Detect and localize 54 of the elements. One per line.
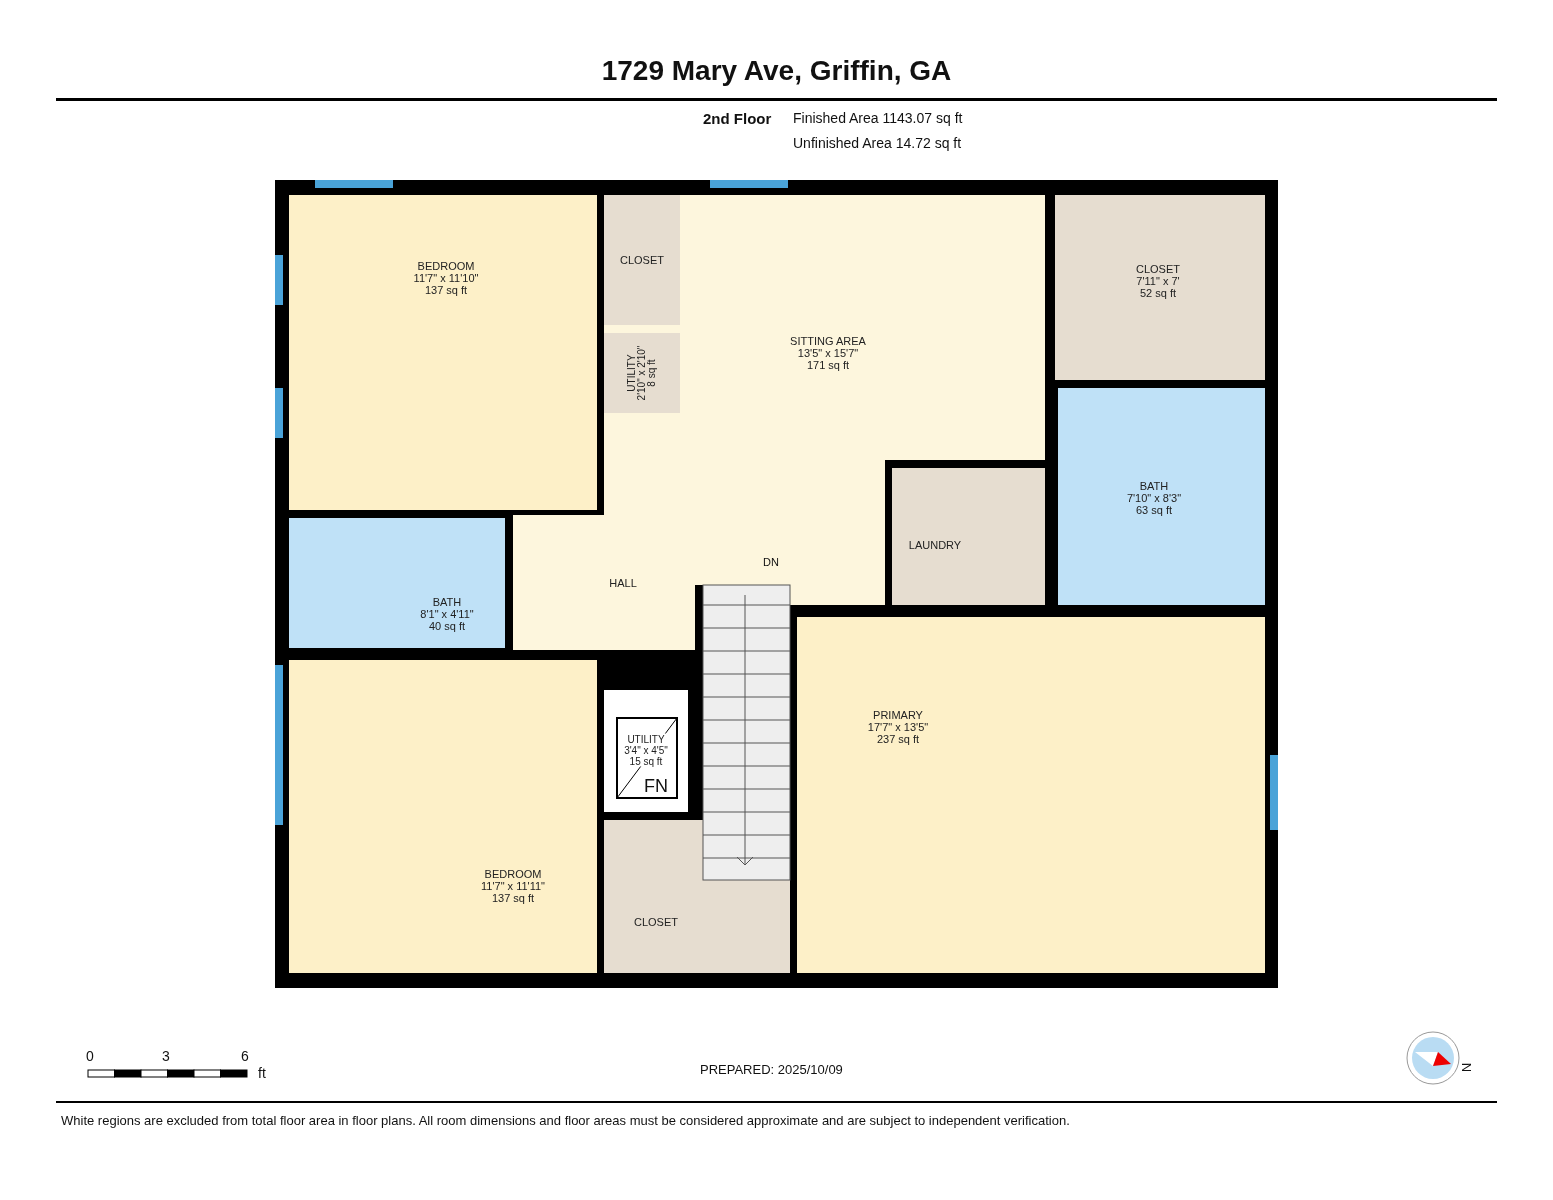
page-title: 1729 Mary Ave, Griffin, GA xyxy=(600,55,953,87)
room-dimensions: 13'5" x 15'7" xyxy=(796,347,860,359)
room-area xyxy=(1058,388,1265,605)
room-area-text: 137 sq ft xyxy=(423,284,469,296)
area-note: Finished Area 1143.07 sq ft xyxy=(793,110,963,126)
room-name: BEDROOM xyxy=(416,260,476,272)
prepared-date: PREPARED: 2025/10/09 xyxy=(700,1062,843,1077)
room-dimensions: 11'7" x 11'11" xyxy=(481,880,545,892)
scale-unit: ft xyxy=(258,1065,266,1081)
room-name: PRIMARY xyxy=(872,709,924,721)
room-dimensions: 8'1" x 4'11" xyxy=(420,608,474,620)
room-area-text: 40 sq ft xyxy=(427,620,467,632)
room-dimensions: 7'10" x 8'3" xyxy=(1126,492,1182,504)
room-area xyxy=(892,468,1045,605)
room-name: BATH xyxy=(1138,480,1170,492)
room-area xyxy=(604,195,680,325)
room-area-text: 63 sq ft xyxy=(1134,504,1174,516)
north-label: N xyxy=(1459,1062,1475,1073)
room-area-text: 171 sq ft xyxy=(805,359,851,371)
furnace-label: FN xyxy=(644,777,668,795)
room-area-text: 237 sq ft xyxy=(875,733,921,745)
room-name: LAUNDRY xyxy=(908,539,962,551)
room-area xyxy=(604,333,680,413)
room-name: CLOSET xyxy=(620,254,664,266)
room-name: CLOSET xyxy=(634,916,678,928)
room-area xyxy=(289,195,597,510)
room-dimensions: 3'4" x 4'5" xyxy=(624,744,668,756)
room-area xyxy=(604,690,688,812)
room-name: BATH xyxy=(431,596,463,608)
room-area-text: 52 sq ft xyxy=(1138,287,1178,299)
scale-number: 3 xyxy=(162,1048,170,1064)
floor-name: 2nd Floor xyxy=(703,110,772,127)
room-dimensions: 2'10" x 2'10" xyxy=(637,345,647,401)
room-area xyxy=(289,660,597,973)
room-area-text: 8 sq ft xyxy=(647,358,657,389)
disclaimer-note: White regions are excluded from total floor area in floor plans. All room dimensions and floor areas must be considered approximate and are subject to independent verification. xyxy=(61,1113,1070,1128)
room-dimensions: 7'11" x 7' xyxy=(1136,275,1180,287)
stairs-label: DN xyxy=(763,556,779,568)
scale-number: 6 xyxy=(241,1048,249,1064)
room-area xyxy=(797,617,1265,973)
room-dimensions: 17'7" x 13'5" xyxy=(867,721,929,733)
room-area-text: 137 sq ft xyxy=(490,892,536,904)
area-note: Unfinished Area 14.72 sq ft xyxy=(793,135,962,151)
room-name: SITTING AREA xyxy=(790,335,866,347)
room-name: UTILITY xyxy=(627,353,637,394)
scale-number: 0 xyxy=(86,1048,94,1064)
room-name: BEDROOM xyxy=(483,868,543,880)
room-area xyxy=(289,518,505,648)
room-area xyxy=(1055,195,1265,380)
room-area-text: 15 sq ft xyxy=(628,755,664,767)
room-dimensions: 11'7" x 11'10" xyxy=(413,272,479,284)
room-name: CLOSET xyxy=(1136,263,1180,275)
room-name: UTILITY xyxy=(626,733,666,745)
room-name: HALL xyxy=(609,577,637,589)
